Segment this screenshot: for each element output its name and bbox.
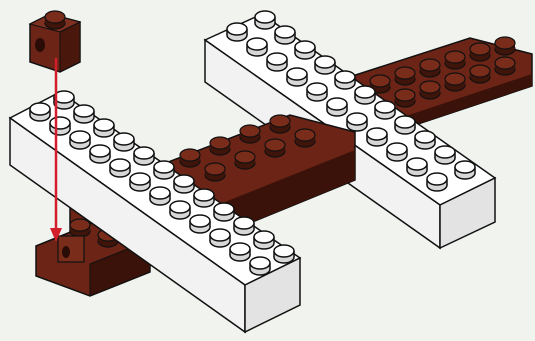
illustration-canvas — [0, 0, 535, 341]
lego-instruction-illustration — [0, 0, 535, 341]
